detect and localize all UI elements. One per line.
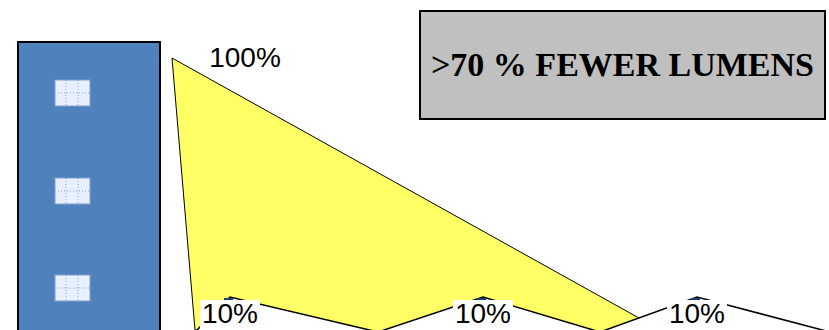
- percent-label: 10%: [667, 300, 727, 328]
- windows: [55, 80, 90, 301]
- callout-box: >70 % FEWER LUMENS: [419, 10, 826, 120]
- percent-label: 100%: [207, 44, 283, 72]
- light-spread: [195, 297, 829, 330]
- building: [18, 42, 160, 330]
- callout-text: >70 % FEWER LUMENS: [431, 44, 814, 87]
- percent-label: 10%: [200, 300, 260, 328]
- window-grid: [55, 80, 90, 301]
- percent-label: 10%: [453, 300, 513, 328]
